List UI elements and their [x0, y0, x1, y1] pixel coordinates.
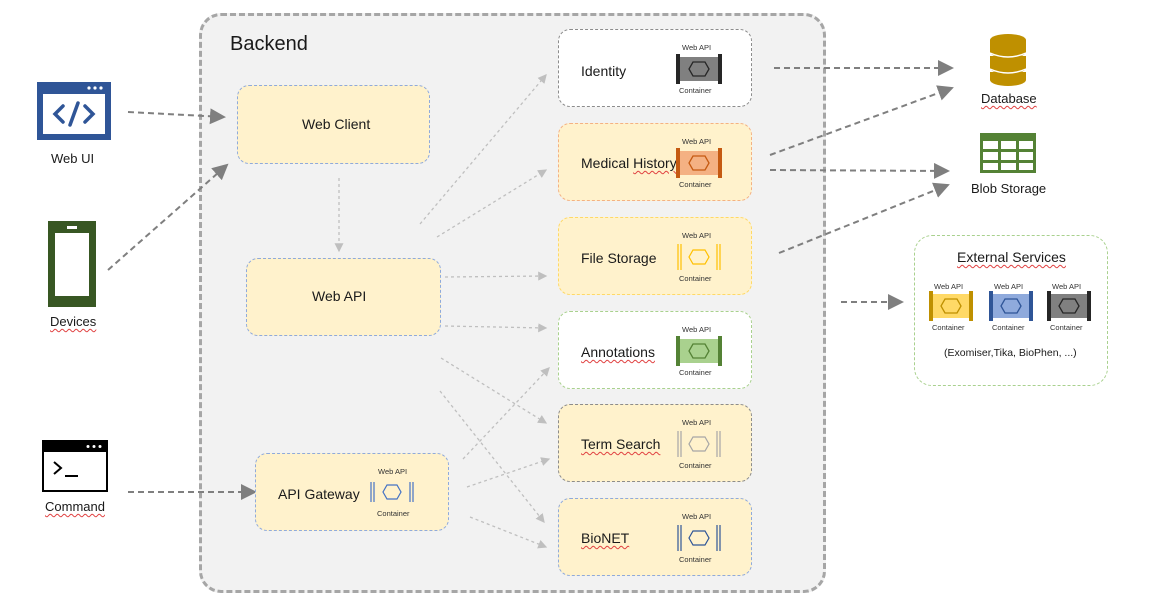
arrow-gateway-termsearch [466, 457, 551, 488]
service-label: Identity [581, 63, 627, 79]
container-bottom-label: Container [679, 274, 712, 283]
arrow-webapi-annotations [444, 323, 548, 333]
service-label-text: BioNET [581, 530, 630, 546]
service-label: Term Search [581, 436, 660, 452]
browser-code-icon [37, 82, 111, 140]
container-bottom-label: Container [679, 180, 712, 189]
arrow-webapi-identity [419, 74, 547, 225]
container-bottom-label: Container [679, 555, 712, 564]
arrow-webapi-termsearch [440, 357, 548, 424]
arrow-medical-blob [769, 162, 950, 179]
service-label: File Storage [581, 250, 657, 266]
arrow-gateway-bionet [469, 516, 548, 549]
service-label-text: Annotations [581, 344, 655, 360]
arrow-webapi-medical [436, 169, 548, 238]
gateway-container-bottom: Container [377, 509, 410, 518]
arrow-devices-webclient [107, 163, 229, 271]
container-icon [677, 244, 721, 270]
container-top-label: Web API [682, 137, 712, 146]
container-bottom-label: Container [679, 461, 712, 470]
ext-container-icon-grey [1047, 291, 1091, 321]
mobile-device-icon [48, 221, 96, 307]
container-top-label: Web API [682, 43, 712, 52]
command-label-text: Command [45, 499, 105, 514]
ext-container-top: Web API [994, 282, 1024, 291]
container-icon [676, 336, 722, 366]
service-label-word: History [633, 155, 677, 171]
terminal-icon [42, 440, 108, 492]
command-label: Command [45, 499, 105, 514]
ext-container-top: Web API [1052, 282, 1082, 291]
container-bottom-label: Container [679, 368, 712, 377]
blob-storage-label: Blob Storage [971, 181, 1047, 196]
container-top-label: Web API [682, 231, 712, 240]
blob-storage-icon [980, 133, 1036, 173]
ext-container-bottom: Container [1050, 323, 1083, 332]
container-top-label: Web API [682, 325, 712, 334]
ext-container-icon-yellow [929, 291, 973, 321]
container-icon [677, 431, 721, 457]
web-ui-label: Web UI [51, 151, 95, 166]
container-bottom-label: Container [679, 86, 712, 95]
backend-title: Backend [230, 33, 308, 55]
container-icon [676, 54, 722, 84]
arrow-medical-database [769, 85, 954, 156]
gateway-container-icon [368, 480, 416, 504]
ext-container-bottom: Container [992, 323, 1025, 332]
arrow-webapi-filestorage [444, 271, 548, 281]
arrow-webapi-bionet [439, 390, 545, 524]
service-label: BioNET [581, 530, 629, 546]
database-label: Database [981, 91, 1037, 106]
ext-container-icon-blue [989, 291, 1033, 321]
external-services-title: External Services [957, 249, 1066, 265]
service-bionet: BioNET Web API Container [558, 498, 752, 576]
container-top-label: Web API [682, 512, 712, 521]
gateway-container-top: Web API [378, 467, 408, 476]
web-client-label: Web Client [302, 116, 371, 132]
api-gateway-label: API Gateway [278, 486, 360, 502]
ext-container-bottom: Container [932, 323, 965, 332]
web-api-label: Web API [312, 288, 367, 304]
service-label-text: Medical History [581, 155, 677, 171]
service-term-search: Term Search Web API Container [558, 404, 752, 482]
service-medical-history: Medical History Web API Container [558, 123, 752, 201]
devices-label: Devices [50, 314, 96, 329]
container-icon [676, 148, 722, 178]
database-label-text: Database [981, 91, 1037, 106]
container-icon [677, 525, 721, 551]
web-client-node: Web Client [237, 85, 430, 164]
service-annotations: Annotations Web API Container [558, 311, 752, 389]
service-label: Medical History [581, 155, 677, 171]
arrow-webui-webclient [127, 108, 226, 125]
database-icon [989, 34, 1027, 86]
service-file-storage: File Storage Web API Container [558, 217, 752, 295]
arrow-gateway-annotations [462, 367, 550, 460]
devices-label-text: Devices [50, 314, 97, 329]
external-services-note: (Exomiser,Tika, BioPhen, ...) [944, 347, 1077, 359]
external-services-title-text: External Services [957, 249, 1066, 265]
service-label-text: Term Search [581, 436, 661, 452]
container-top-label: Web API [682, 418, 712, 427]
service-label: Annotations [581, 344, 655, 360]
arrow-filestorage-blob [778, 182, 950, 254]
api-gateway-node: API Gateway Web API Container [255, 453, 449, 531]
ext-container-top: Web API [934, 282, 964, 291]
service-identity: Identity Web API Container [558, 29, 752, 107]
web-api-node: Web API [246, 258, 441, 336]
